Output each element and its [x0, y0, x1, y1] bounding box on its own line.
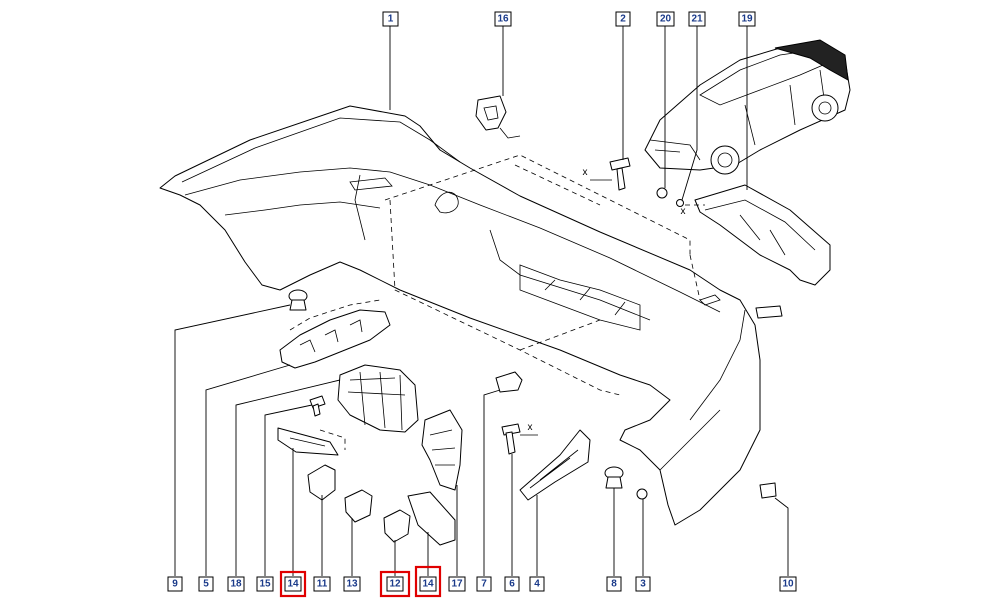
svg-text:16: 16 [497, 14, 509, 25]
callout-8: 8 [606, 576, 622, 592]
callout-11: 11 [313, 576, 331, 592]
part-15-screw [309, 395, 326, 417]
highlight-box-14-right [414, 565, 442, 598]
callout-14-left: 14 [284, 576, 302, 592]
svg-text:18: 18 [230, 579, 242, 590]
svg-text:21: 21 [691, 14, 703, 25]
part-14-right-reflector [407, 491, 456, 546]
highlight-box-14-left [279, 570, 307, 598]
callout-7: 7 [476, 576, 492, 592]
reference-label-plate [755, 305, 783, 319]
callout-10: 10 [779, 576, 797, 592]
callout-14-right: 14 [419, 576, 437, 592]
callout-5: 5 [198, 576, 214, 592]
part-6-screw [501, 423, 521, 455]
callout-16: 16 [494, 11, 512, 27]
callout-1: 1 [382, 11, 399, 27]
callout-13: 13 [343, 576, 361, 592]
callout-19: 19 [738, 11, 756, 27]
svg-text:14: 14 [422, 579, 434, 590]
dimension-x-mark: x [681, 206, 686, 217]
part-18-bracket [337, 364, 419, 433]
reference-dashed-outline [384, 154, 701, 396]
svg-text:14: 14 [287, 579, 299, 590]
callout-20: 20 [656, 11, 675, 27]
svg-text:4: 4 [534, 579, 540, 590]
svg-text:17: 17 [451, 579, 463, 590]
dimension-x-mark: x [583, 167, 588, 178]
callout-17: 17 [448, 576, 466, 592]
part-12-clip [383, 509, 411, 543]
part-7-clip [495, 371, 523, 393]
car-illustration [644, 39, 851, 175]
part-11-clip [307, 464, 336, 501]
part-8-rivet [604, 466, 624, 489]
callout-6: 6 [504, 576, 520, 592]
svg-text:6: 6 [509, 579, 515, 590]
part-2-screw [609, 157, 631, 191]
part-4-bracket [519, 429, 591, 501]
highlight-box-12 [379, 570, 411, 598]
svg-text:11: 11 [317, 579, 328, 590]
svg-text:13: 13 [346, 579, 358, 590]
part-5-absorber [279, 309, 391, 369]
part-17-side-bracket [421, 409, 463, 491]
part-10-clip [759, 482, 777, 499]
svg-text:1: 1 [388, 14, 394, 25]
callout-4: 4 [529, 576, 545, 592]
svg-text:2: 2 [620, 14, 626, 25]
callout-15: 15 [256, 576, 274, 592]
callout-18: 18 [227, 576, 245, 592]
svg-text:5: 5 [203, 579, 209, 590]
part-16-bracket [475, 95, 521, 139]
leader-lines [174, 25, 789, 576]
part-9-rivet [288, 289, 308, 311]
callout-2: 2 [615, 11, 631, 27]
part-21-clip [676, 199, 684, 207]
part-19-diffuser [694, 184, 831, 286]
svg-text:10: 10 [782, 579, 794, 590]
part-13-clip [344, 489, 373, 523]
svg-text:8: 8 [611, 579, 617, 590]
dimension-x-mark: x [528, 422, 533, 433]
svg-text:20: 20 [660, 14, 672, 25]
svg-text:12: 12 [389, 579, 401, 590]
svg-text:9: 9 [172, 579, 178, 590]
svg-text:3: 3 [640, 579, 646, 590]
svg-text:7: 7 [481, 579, 487, 590]
svg-text:19: 19 [741, 14, 753, 25]
callout-3: 3 [635, 576, 651, 592]
callout-9: 9 [167, 576, 183, 592]
part-3-nut [636, 488, 648, 500]
svg-text:15: 15 [259, 579, 271, 590]
rear-bumper-illustration [159, 105, 761, 526]
callout-12: 12 [386, 576, 404, 592]
callout-21: 21 [688, 11, 706, 27]
part-20-nut [656, 187, 668, 199]
part-14-left-reflector [277, 427, 339, 456]
